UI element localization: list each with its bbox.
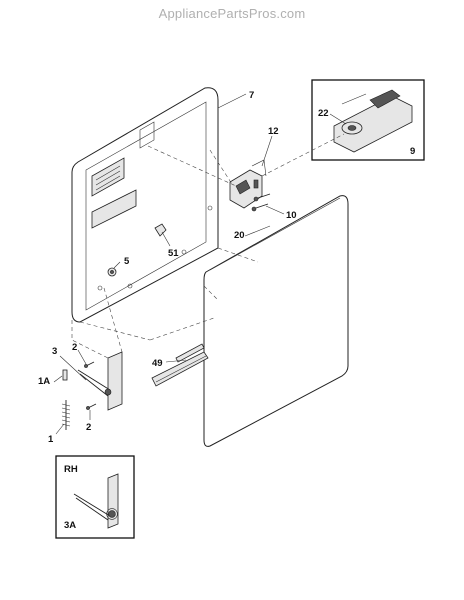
outer-door-panel bbox=[203, 195, 349, 447]
callout-2-bottom: 2 bbox=[86, 422, 91, 433]
vent-grille bbox=[91, 157, 125, 197]
latch-assembly bbox=[229, 159, 267, 209]
rh-hinge-inset-box: RH 3A bbox=[55, 455, 135, 539]
screws-part-10 bbox=[251, 193, 271, 212]
callout-20: 20 bbox=[234, 230, 245, 241]
dispenser-inset-box bbox=[311, 79, 425, 161]
inner-door-panel bbox=[71, 87, 219, 323]
callout-3: 3 bbox=[52, 346, 57, 357]
callout-12: 12 bbox=[268, 126, 279, 137]
hinge-assembly bbox=[61, 351, 123, 430]
callout-leaders bbox=[53, 93, 347, 435]
panel-opening bbox=[91, 189, 137, 229]
callout-1a: 1A bbox=[38, 376, 50, 387]
vent-strip-part-49 bbox=[151, 343, 209, 387]
callout-2-top: 2 bbox=[72, 342, 77, 353]
part-51-clip bbox=[154, 223, 167, 237]
callout-49: 49 bbox=[152, 358, 163, 369]
callout-9: 9 bbox=[410, 146, 415, 157]
callout-51: 51 bbox=[168, 248, 179, 259]
callout-1: 1 bbox=[48, 434, 54, 445]
inset-rh-label: RH bbox=[64, 464, 78, 475]
assembly-guide-lines bbox=[71, 133, 345, 359]
part-5-fastener bbox=[107, 267, 117, 277]
callout-22: 22 bbox=[318, 108, 329, 119]
callout-10: 10 bbox=[286, 210, 297, 221]
callout-7: 7 bbox=[249, 90, 254, 101]
callout-5: 5 bbox=[124, 256, 130, 267]
watermark: AppliancePartsPros.com bbox=[158, 6, 306, 21]
callout-3a: 3A bbox=[64, 520, 76, 531]
